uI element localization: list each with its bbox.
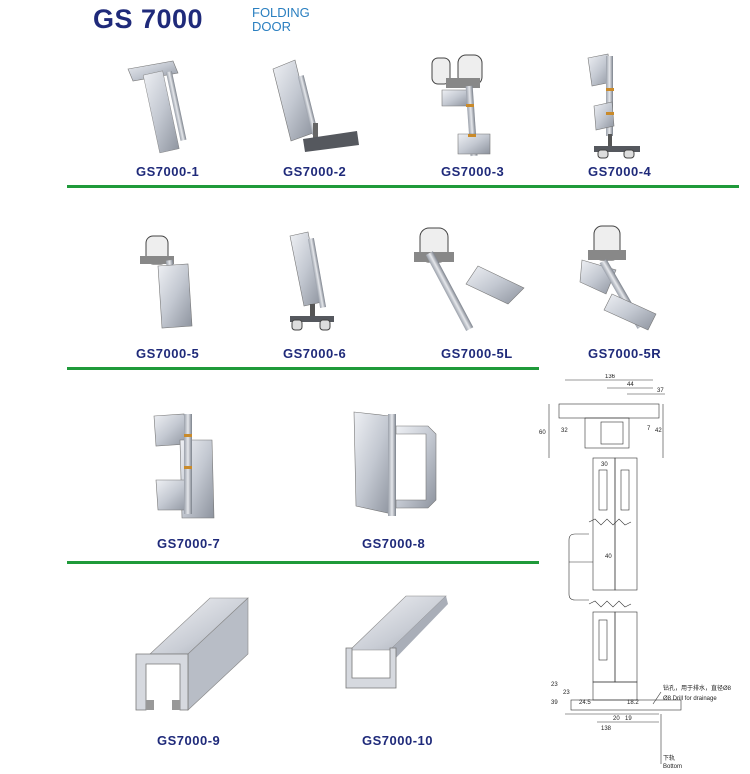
hinge-image-gs7000-5r [579,225,657,331]
product-label: GS7000-3 [441,164,505,179]
product-label: GS7000-8 [362,536,426,551]
dim-label: 42 [655,428,662,434]
dim-label: 24.5 [579,700,591,706]
section-divider [67,561,539,564]
dim-label: 30 [601,462,608,468]
hinge-image-gs7000-2 [272,59,359,152]
dim-label: 39 [551,700,558,706]
subtitle-line-2: DOOR [252,19,291,34]
hinge-image-gs7000-1 [127,60,187,154]
dim-label: 23 [563,690,570,696]
page-title: GS 7000 [93,4,204,34]
dim-label: 138 [601,726,612,732]
dim-label: 40 [605,554,612,560]
dim-label: 60 [539,430,546,436]
hinge-image-gs7000-7 [153,413,215,519]
product-label: GS7000-5R [588,346,662,361]
bottom-rail-label-cn: 下轨 [663,754,675,762]
product-label: GS7000-5L [441,346,513,361]
subtitle-line-1: FOLDING [252,5,310,20]
hinge-image-gs7000-6 [289,231,334,331]
drainage-note-cn: 钻孔，用于排水，直径Ø8 [663,684,732,692]
profile-image-gs7000-10 [345,595,448,689]
profile-image-gs7000-9 [135,597,249,711]
product-label: GS7000-5 [136,346,200,361]
product-label: GS7000-2 [283,164,347,179]
drainage-note-en: Ø8 Drill for drainage [663,696,717,702]
hinge-image-gs7000-5 [140,235,193,329]
dim-label: 20 [613,716,620,722]
product-label: GS7000-1 [136,164,200,179]
product-label: GS7000-7 [157,536,221,551]
section-divider [67,185,739,188]
dim-label: 32 [561,428,568,434]
dim-label: 136 [605,374,616,380]
product-label: GS7000-10 [362,733,433,748]
dim-label: 23 [551,682,558,688]
page-subtitle: FOLDING DOOR [252,6,310,34]
product-label: GS7000-6 [283,346,347,361]
hinge-image-gs7000-8 [353,411,437,516]
hinge-image-gs7000-3 [431,54,491,157]
dim-label: 7 [647,426,651,432]
dim-label: 18.2 [627,700,639,706]
dim-label: 19 [625,716,632,722]
dim-label: 37 [657,388,664,394]
dim-label: 44 [627,382,634,388]
hinge-image-gs7000-5l [414,227,525,331]
technical-drawing: 136 44 37 60 32 7 42 30 40 23 39 23 24.5… [539,374,732,770]
section-divider [67,367,539,370]
bottom-rail-label-en: Bottom [663,764,682,770]
product-label: GS7000-9 [157,733,221,748]
product-label: GS7000-4 [588,164,652,179]
hinge-image-gs7000-4 [587,53,640,159]
